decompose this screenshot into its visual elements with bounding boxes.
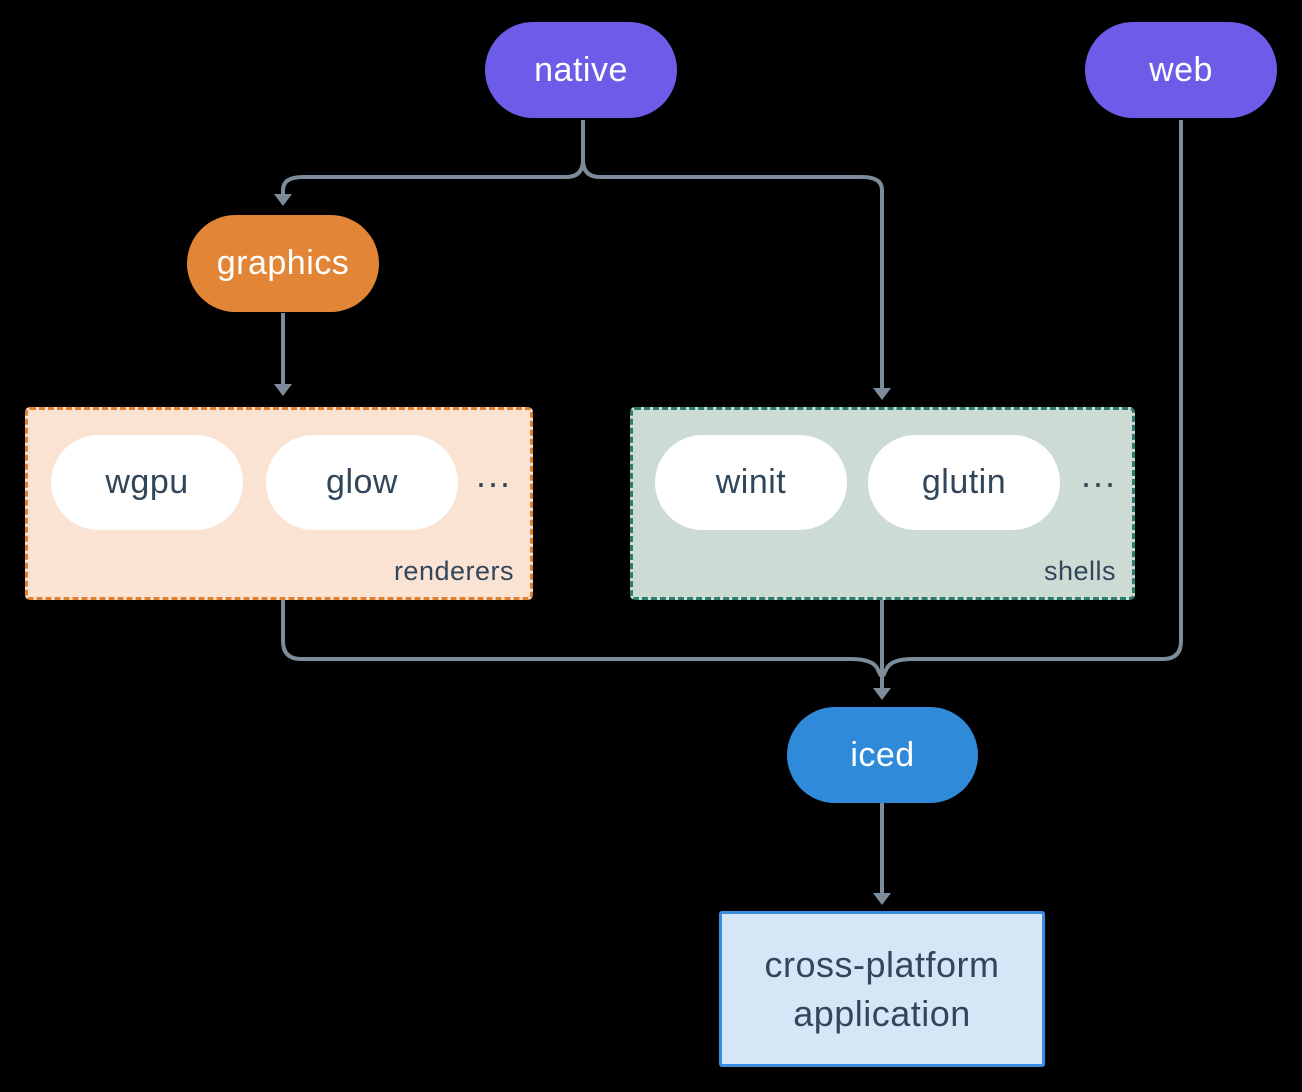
- edge-native-to-shells: [581, 120, 891, 400]
- glutin-node: glutin: [868, 435, 1060, 530]
- renderers-group: wgpu glow ... renderers: [25, 407, 533, 600]
- cross-platform-application-node: cross-platform application: [719, 911, 1045, 1067]
- edge-native-to-graphics: [274, 120, 585, 206]
- iced-node: iced: [787, 707, 978, 803]
- application-label-line2: application: [793, 993, 971, 1034]
- edge-renderers-to-iced: [281, 600, 883, 677]
- graphics-node: graphics: [187, 215, 379, 312]
- application-label-line1: cross-platform: [764, 944, 1000, 985]
- glow-node: glow: [266, 435, 458, 530]
- web-node: web: [1085, 22, 1277, 118]
- renderers-group-label: renderers: [393, 556, 514, 586]
- edge-web-to-iced: [881, 120, 1183, 677]
- shells-group-label: shells: [1043, 556, 1116, 586]
- shells-ellipsis: ...: [1081, 454, 1118, 495]
- winit-node: winit: [655, 435, 847, 530]
- native-node: native: [485, 22, 677, 118]
- wgpu-node: wgpu: [51, 435, 243, 530]
- renderers-ellipsis: ...: [476, 454, 513, 495]
- shells-group: winit glutin ... shells: [630, 407, 1135, 600]
